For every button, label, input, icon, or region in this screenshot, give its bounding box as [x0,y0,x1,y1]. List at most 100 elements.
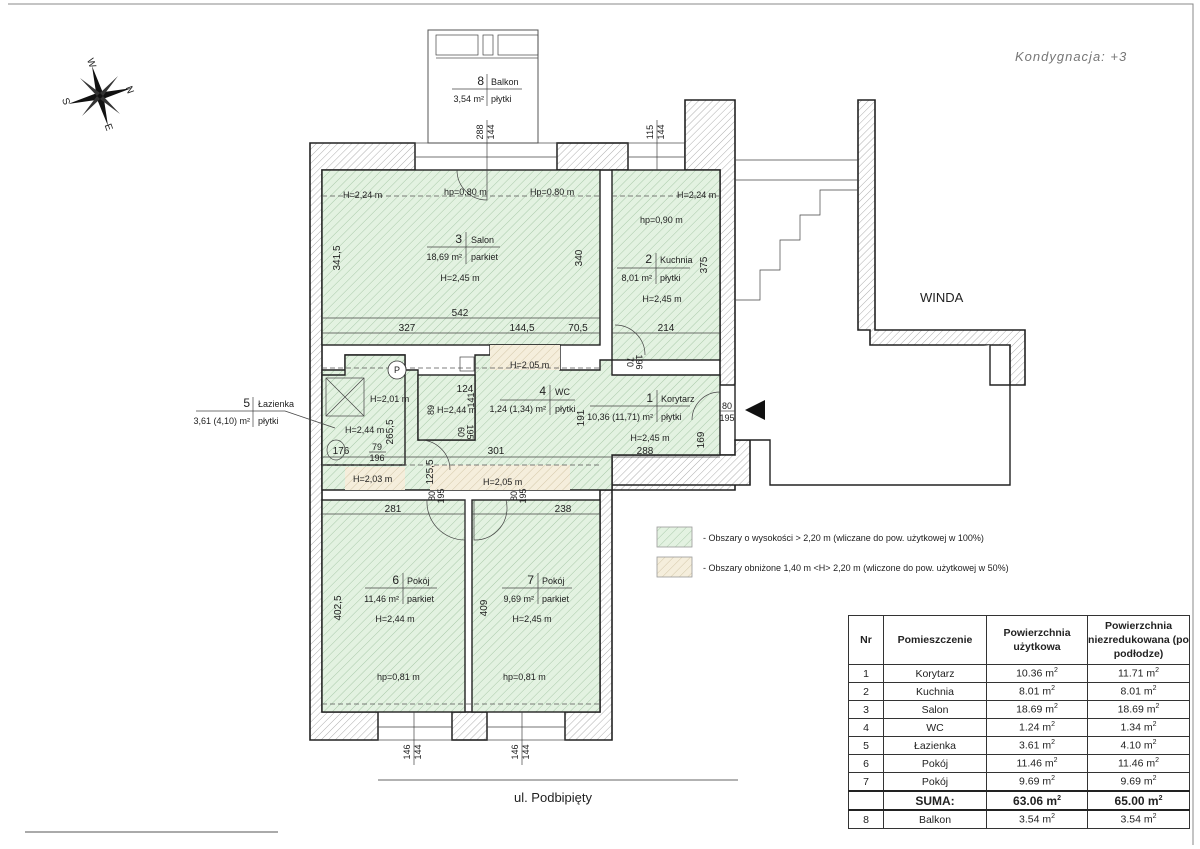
sheet-frame [8,3,1194,845]
compass-w: W [84,57,98,70]
room-name: Pokój [542,576,565,586]
door-width: 80 [722,401,732,411]
cell-usable: 9.69 m2 [986,772,1088,792]
value: 9.69 m [1018,775,1052,788]
room-area: 3,61 (4,10) m² [193,416,250,426]
value: 4.10 m [1120,739,1153,752]
height-note: hp=0,90 m [640,215,683,225]
dimension-label: 301 [488,446,505,457]
cell-nr: 1 [848,664,884,683]
height-note: H=2,03 m [353,474,392,484]
unit-sup: 2 [1155,667,1160,675]
staircase [734,159,1011,486]
dimension-label: 176 [333,446,350,457]
dimension-label: 191 [576,409,587,426]
legend-half-label: - Obszary obniżone 1,40 m <H> 2,20 m (wl… [703,563,1009,573]
door-height: 195 [518,488,528,503]
sum-unreduced: 65.00 m2 [1087,790,1190,811]
room-label-pokoj-6: 6 Pokój 11,46 m² parkiet H=2,44 m [364,573,437,624]
room-name: Kuchnia [660,255,693,265]
dimension-label: 141 [466,392,476,407]
value: 18.69 m [1117,703,1156,716]
door-height: 195 [719,413,734,423]
dimension-label: 214 [658,323,675,334]
table-row-balkon: 8 Balkon 3.54 m2 3.54 m2 [848,809,1190,829]
dimensions: 341,5 340 375 542 327 144,5 70,5 214 124… [322,120,735,765]
unit-sup: 2 [1152,721,1157,729]
dimension-label: 402,5 [333,595,344,620]
compass-s: S [59,97,72,107]
door-width: 70 [625,357,635,367]
value: 3.54 m [1120,813,1153,826]
compass-rose-icon: W N S E [59,57,136,133]
dimension-label: 340 [574,249,585,266]
room-finish: parkiet [471,252,499,262]
value: 1.24 m [1018,721,1052,734]
value: 1.34 m [1120,721,1153,734]
sum-row: SUMA: 63.06 m2 65.00 m2 [848,790,1190,811]
cell-unreduced: 3.54 m2 [1087,809,1190,829]
dimension-label: 265,5 [385,419,396,444]
balcony [427,29,539,144]
legend-full-label: - Obszary o wysokości > 2,20 m (wliczane… [703,533,984,543]
room-salon [321,169,601,346]
window-width: 146 [510,744,520,759]
sum-usable: 63.06 m2 [986,790,1088,811]
height-note: H=2,01 m [370,394,409,404]
cell-nr: 7 [848,772,884,792]
dimension-label: 169 [696,431,707,448]
room-label-salon: 3 Salon 18,69 m² parkiet H=2,45 m [426,232,500,283]
cell-nr: 6 [848,754,884,773]
street-label: ul. Podbipięty [514,790,593,805]
room-finish: parkiet [542,594,570,604]
value: 65.00 m [1114,793,1159,808]
cell-nr: 4 [848,718,884,737]
room-area: 10,36 (11,71) m² [587,412,653,422]
cell-nr: 3 [848,700,884,719]
room-name: Salon [471,235,494,245]
value: 10.36 m [1016,667,1055,680]
value: 3.54 m [1018,813,1052,826]
room-number: 8 [477,74,484,88]
room-label-korytarz: 1 Korytarz 10,36 (11,71) m² płytki H=2,4… [587,390,695,443]
value: 3.61 m [1018,739,1052,752]
unit-sup: 2 [1152,685,1157,693]
room-label-lazienka: 5 Łazienka 3,61 (4,10) m² płytki [193,396,336,429]
height-note: H=2,05 m [483,477,522,487]
unit-sup: 2 [1051,739,1055,747]
cell-unreduced: 11.71 m2 [1087,664,1190,683]
unit-sup: 2 [1152,813,1157,821]
cell-unreduced: 4.10 m2 [1087,736,1190,755]
room-label-wc: 4 WC 1,24 (1,34) m² płytki [489,384,576,415]
cell-usable: 18.69 m2 [986,700,1088,719]
window-width: 146 [402,744,412,759]
unit-sup: 2 [1152,739,1157,747]
room-area: 3,54 m² [453,94,484,104]
height-note: hp=0,81 m [503,672,546,682]
legend: - Obszary o wysokości > 2,20 m (wliczane… [656,526,1009,578]
elevator-label: WINDA [920,290,964,305]
height-note: H=2,44 m [437,405,476,415]
room-area: 1,24 (1,34) m² [489,404,546,414]
room-number: 2 [645,252,652,266]
entrance-arrow-icon [745,400,765,420]
door-height: 195 [436,488,446,503]
dimension-label: 70,5 [568,323,588,334]
compass-n: N [123,85,136,96]
value: 11.46 m [1016,757,1054,770]
cell-nr: 5 [848,736,884,755]
cell-room: Balkon [883,809,987,829]
value: 11.46 m [1117,757,1156,770]
door-width: 60 [456,427,466,437]
room-kuchnia [611,169,721,361]
room-areas [321,169,721,713]
value: 63.06 m [1013,793,1058,808]
room-height: H=2,45 m [630,433,669,443]
room-name: Balkon [491,77,519,87]
height-note: H=2,44 m [345,425,384,435]
height-note: H=2,05 m [510,360,549,370]
dimension-label: 288 [637,446,654,457]
